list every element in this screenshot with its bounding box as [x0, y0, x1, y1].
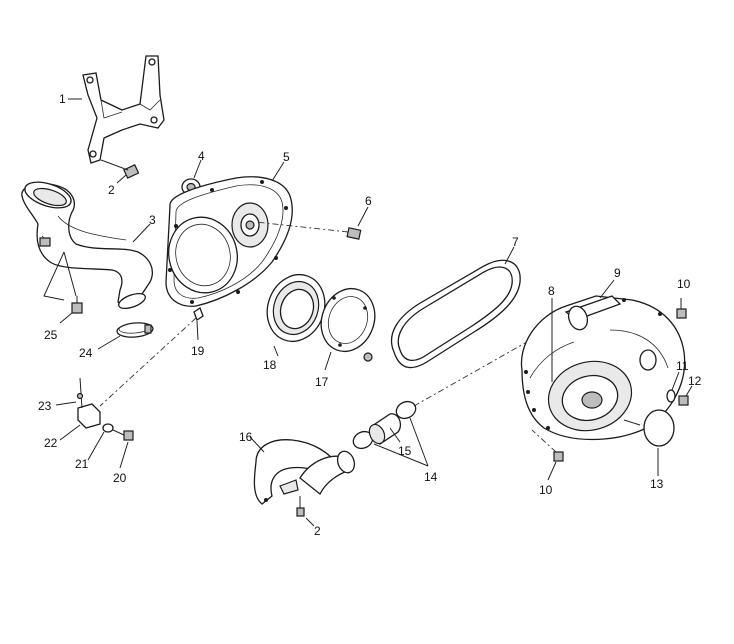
leader-25 — [59, 312, 73, 324]
callout-24: 24 — [79, 346, 93, 360]
leader-18 — [273, 345, 279, 357]
part-24-clamp — [116, 322, 154, 338]
leader-24 — [97, 335, 121, 350]
callout-19: 19 — [191, 344, 205, 358]
part-10-bolt-lower — [531, 429, 564, 462]
leader-3 — [132, 223, 151, 243]
leader-16 — [249, 436, 265, 453]
part-13-disc — [643, 409, 675, 447]
part-21-washer — [102, 423, 114, 433]
callout-2: 2 — [108, 183, 115, 197]
part-6-screw — [255, 221, 362, 240]
callout-22: 22 — [44, 436, 58, 450]
part-22-bracket — [76, 377, 101, 429]
leader-15 — [389, 427, 401, 443]
part-1-mounting-bracket — [82, 55, 165, 164]
part-15-sleeve — [368, 413, 402, 445]
part-7-drive-belt — [390, 259, 521, 369]
callout-4: 4 — [198, 149, 205, 163]
leader-12 — [685, 385, 693, 397]
part-20-screw — [112, 429, 134, 441]
callout-16: 16 — [239, 430, 253, 444]
leader-6 — [357, 206, 369, 227]
leader-14b — [409, 417, 429, 467]
callout-8: 8 — [548, 284, 555, 298]
leader-9 — [599, 279, 615, 299]
part-18-seal — [266, 273, 326, 343]
callout-25: 25 — [44, 328, 58, 342]
leader-22 — [59, 424, 81, 441]
callout-23: 23 — [38, 399, 52, 413]
part-16-outlet-duct — [253, 439, 356, 505]
leader-17 — [324, 351, 332, 371]
part-10-bolt-upper — [676, 298, 687, 319]
callout-20: 20 — [113, 471, 127, 485]
part-9-outer-cover — [520, 295, 686, 441]
part-25-bolt — [43, 251, 83, 314]
callout-5: 5 — [283, 150, 290, 164]
callout-18: 18 — [263, 358, 277, 372]
callout-labels: 1 2 3 4 5 6 7 8 9 10 10 11 12 13 14 15 1… — [38, 92, 702, 538]
leader-19 — [196, 320, 199, 341]
leader-11 — [671, 371, 680, 391]
leader-23 — [55, 401, 77, 406]
leader-2a — [116, 174, 127, 184]
callout-2: 2 — [314, 524, 321, 538]
callout-13: 13 — [650, 477, 664, 491]
callout-17: 17 — [315, 375, 329, 389]
part-11-washer — [666, 389, 676, 403]
callout-6: 6 — [365, 194, 372, 208]
part-5-inner-cover — [165, 176, 293, 307]
callout-7: 7 — [512, 235, 519, 249]
leader-5 — [271, 161, 285, 182]
leader-14a — [373, 443, 429, 467]
leader-2b — [305, 517, 315, 527]
leader-4 — [193, 159, 202, 179]
callout-12: 12 — [688, 374, 702, 388]
callout-10: 10 — [539, 483, 553, 497]
part-2-bolt-lower — [296, 496, 305, 517]
callout-10: 10 — [677, 277, 691, 291]
part-2-bolt-upper — [100, 159, 140, 179]
callout-3: 3 — [149, 213, 156, 227]
leader-20 — [119, 441, 129, 469]
callout-1: 1 — [59, 92, 66, 106]
leader-10b — [547, 461, 557, 481]
part-19-clip — [99, 307, 204, 407]
part-12-nut — [678, 395, 689, 406]
part-3-intake-duct — [21, 181, 153, 310]
callout-21: 21 — [75, 457, 89, 471]
leader-13b — [623, 419, 641, 426]
callout-14: 14 — [424, 470, 438, 484]
callout-9: 9 — [614, 266, 621, 280]
leader-7 — [504, 246, 515, 265]
callout-11: 11 — [676, 359, 689, 373]
part-17-gasket — [320, 287, 376, 362]
leader-21 — [87, 431, 105, 461]
part-14-clamps — [352, 400, 417, 450]
callout-15: 15 — [398, 444, 412, 458]
